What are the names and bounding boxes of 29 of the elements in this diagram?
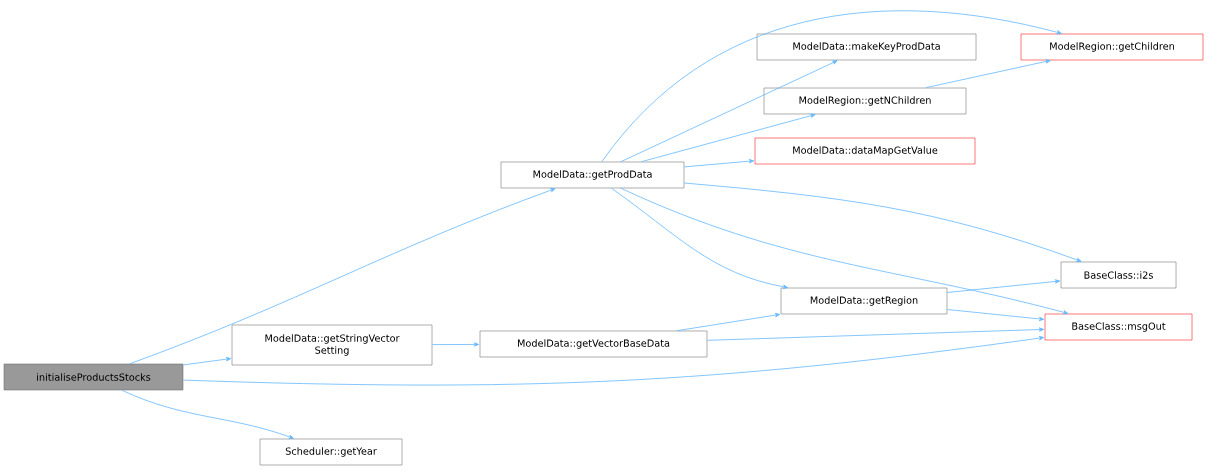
function-box: ModelData::getStringVector Setting [231,324,433,366]
arrow [601,10,1062,163]
function-box: ModelData::makeKeyProdData [756,33,977,61]
function-box: BaseClass::i2s [1060,261,1177,289]
arrow [611,187,789,289]
function-box: ModelData::dataMapGetValue [754,137,976,165]
function-box: ModelRegion::getChildren [1020,33,1204,61]
arrow [182,335,1045,386]
function-box: Scheduler::getYear [259,438,403,466]
arrow [683,159,755,168]
arrow [182,357,232,366]
arrow [620,187,1069,315]
arrow [676,312,781,332]
arrow [683,182,1082,262]
function-box: ModelData::getProdData [500,161,685,189]
function-box: ModelData::getRegion [780,287,948,315]
function-box: BaseClass::msgOut [1044,313,1193,341]
arrow [946,279,1061,293]
function-box: ModelData::getVectorBaseData [479,330,708,358]
arrow [640,113,816,163]
arrow [121,389,294,439]
arrow [925,59,1051,89]
arrow [129,188,556,365]
arrow [431,342,480,347]
arrow [620,60,838,163]
root-function-box: initialiseProductsStocks [3,363,184,391]
arrow [946,309,1045,322]
function-box: ModelRegion::getNChildren [763,87,967,115]
arrow [706,327,1045,341]
